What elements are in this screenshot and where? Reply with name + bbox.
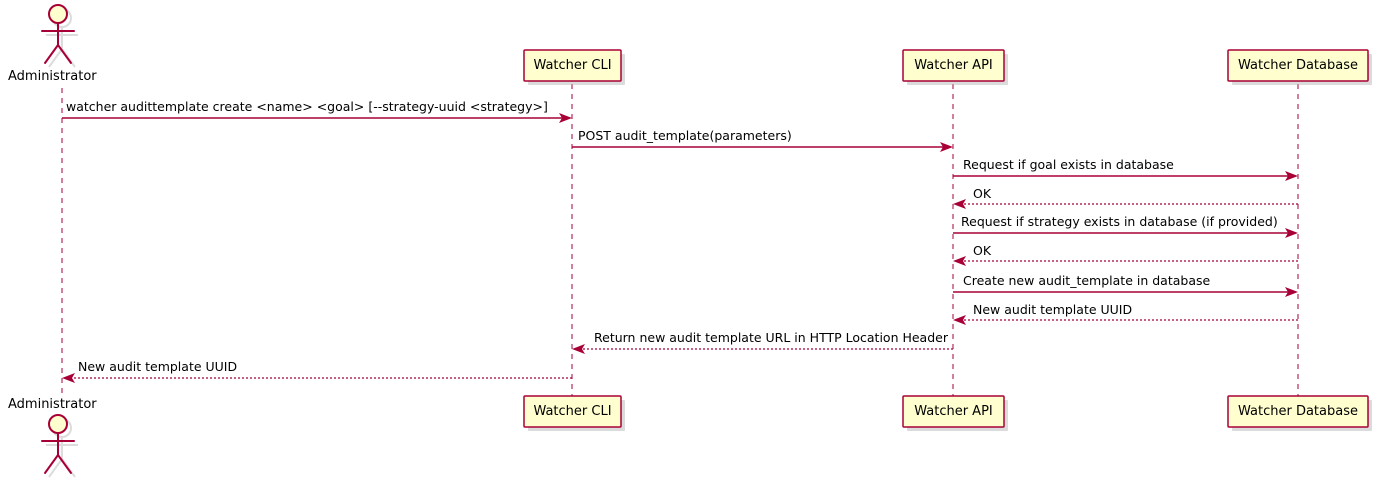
participant-box-watcher-cli-bottom	[523, 395, 625, 431]
participant-box-watcher-api-top	[902, 49, 1008, 85]
actor-label-administrator-bottom: Administrator	[8, 397, 97, 412]
actor-head-icon	[48, 4, 68, 24]
message-arrows	[62, 113, 1298, 383]
participant-label-watcher-database-top: Watcher Database	[1238, 58, 1358, 73]
actor-body-icon	[41, 432, 75, 474]
actor-label-administrator-top: Administrator	[8, 69, 97, 84]
message-label-1: POST audit_template(parameters)	[578, 128, 792, 143]
lifelines	[61, 84, 1299, 396]
message-arrow-6	[953, 287, 1298, 297]
participant-box-watcher-api-bottom	[902, 395, 1008, 431]
message-label-9: New audit template UUID	[78, 359, 238, 374]
message-label-4: Request if strategy exists in database (…	[961, 214, 1278, 229]
actor-administrator-bottom	[41, 414, 78, 478]
message-arrow-2	[953, 171, 1298, 181]
participant-label-watcher-api-bottom: Watcher API	[914, 404, 993, 419]
participant-label-watcher-cli-bottom: Watcher CLI	[533, 404, 612, 419]
message-arrow-8	[572, 344, 953, 354]
message-label-3: OK	[973, 186, 992, 201]
actor-administrator-top	[41, 4, 78, 68]
message-arrow-5	[953, 256, 1298, 266]
participant-box-watcher-database-bottom	[1227, 395, 1372, 431]
message-arrow-3	[953, 199, 1298, 209]
participant-label-watcher-cli-top: Watcher CLI	[533, 58, 612, 73]
participant-box-watcher-cli-top	[523, 49, 625, 85]
message-label-0: watcher audittemplate create <name> <goa…	[66, 99, 548, 114]
message-arrow-4	[953, 228, 1298, 238]
message-arrow-1	[572, 142, 953, 152]
message-label-7: New audit template UUID	[973, 302, 1133, 317]
actor-body-icon	[41, 22, 75, 64]
message-label-8: Return new audit template URL in HTTP Lo…	[594, 330, 948, 345]
participant-box-watcher-database-top	[1227, 49, 1372, 85]
message-label-5: OK	[973, 243, 992, 258]
message-arrow-7	[953, 315, 1298, 325]
message-arrow-0	[62, 113, 572, 123]
participant-label-watcher-api-top: Watcher API	[914, 58, 993, 73]
message-label-2: Request if goal exists in database	[963, 157, 1174, 172]
actor-head-icon	[48, 414, 68, 434]
message-arrow-9	[62, 373, 572, 383]
participant-label-watcher-database-bottom: Watcher Database	[1238, 404, 1358, 419]
message-label-6: Create new audit_template in database	[963, 273, 1211, 288]
